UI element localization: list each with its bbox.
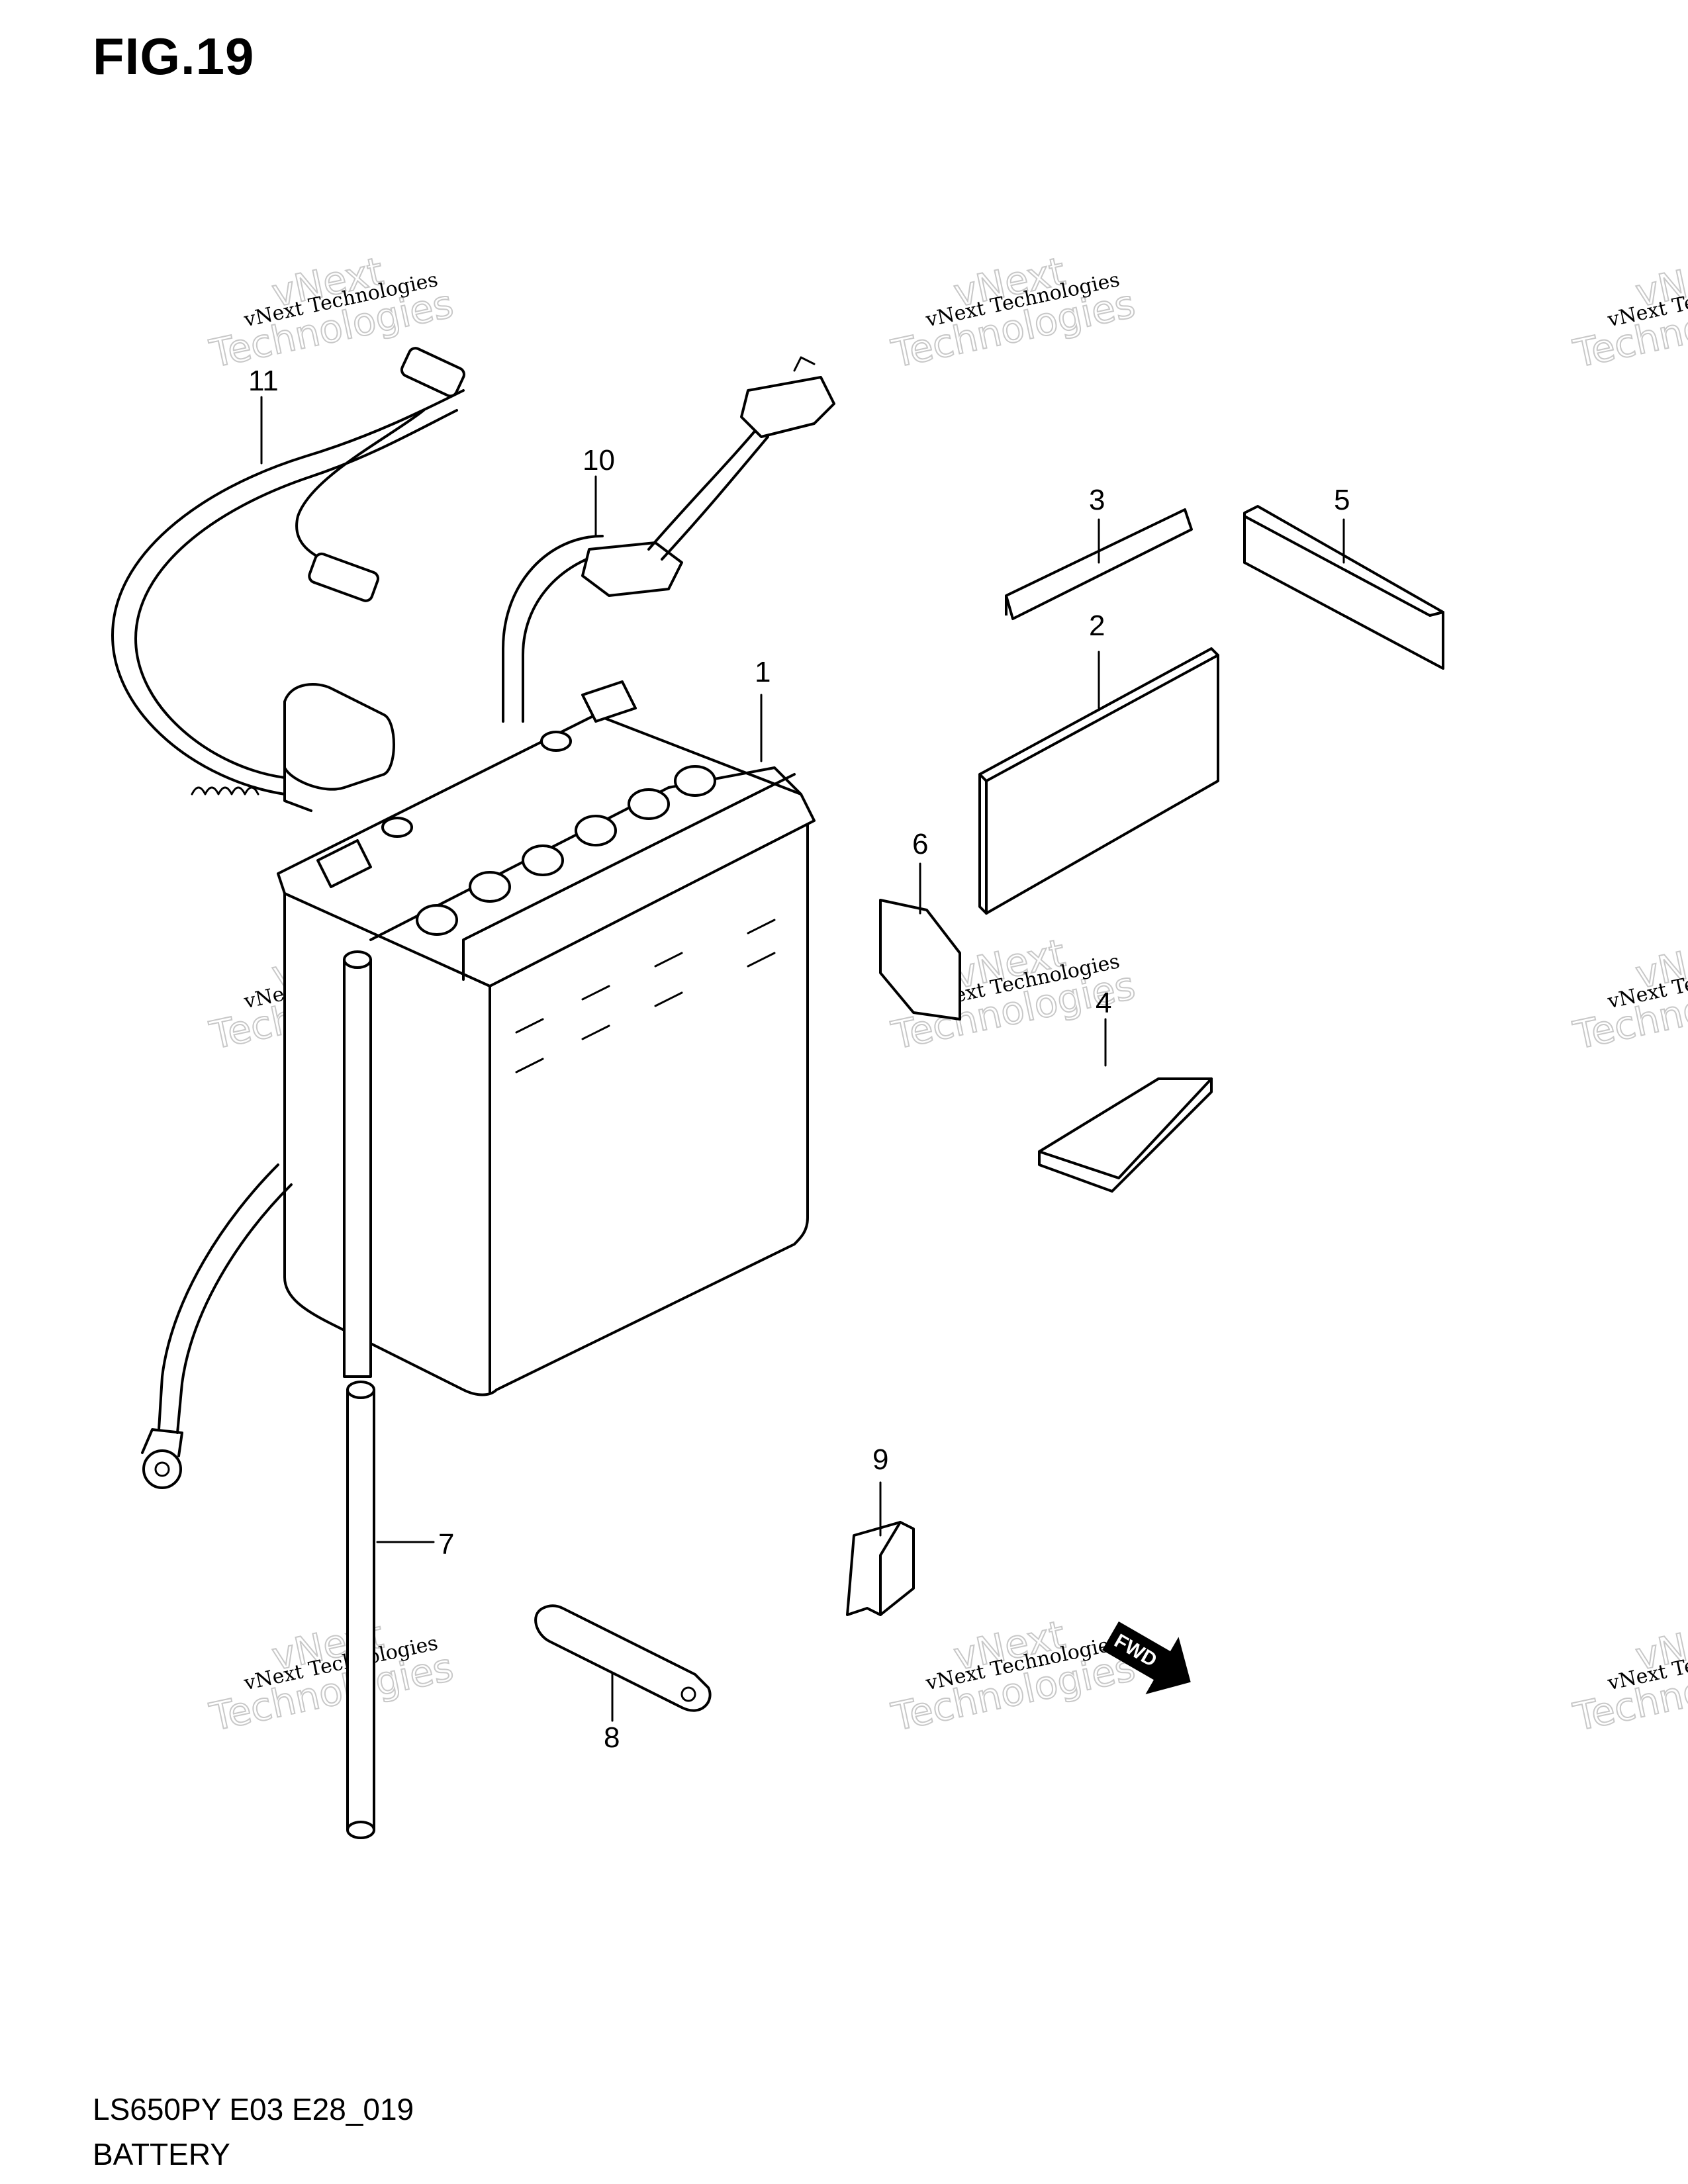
section-name: BATTERY [93,2137,230,2171]
plate-part-6 [879,899,961,1021]
pad-part-5-edge [1243,515,1444,617]
clip-part-9-edge [879,1521,902,1616]
callout-10: 10 [583,444,615,477]
callout-2: 2 [1089,610,1105,642]
battery-part-1 [141,680,816,1489]
callout-5: 5 [1334,484,1350,516]
watermark: Technologies vNext vNext Technologies [1569,248,1688,377]
figure-title: FIG.19 [93,27,255,85]
watermark: Technologies vNext vNext Technologies [887,1612,1140,1741]
diagram-code: LS650PY E03 E28_019 [93,2092,414,2126]
watermark: Technologies vNext vNext Technologies [887,248,1140,377]
breather-hose-part-7 [346,1381,375,1839]
holder-part-8 [534,1604,712,1712]
callout-9: 9 [872,1443,888,1476]
callout-7: 7 [438,1528,454,1561]
callout-8: 8 [604,1721,620,1754]
callout-6: 6 [912,828,928,860]
callout-3: 3 [1089,484,1105,516]
callout-leaders [260,396,1345,1722]
holder-hole [680,1686,696,1702]
battery-cable-part-11 [111,347,465,812]
watermark: Technologies vNext vNext Technologies [205,1612,458,1741]
plate-part-2 [978,647,1219,915]
lead-wire-part-10 [502,356,835,723]
pad-part-4-edge [1038,1077,1213,1179]
callout-4: 4 [1096,987,1111,1019]
watermark: Technologies vNext vNext Technologies [1569,930,1688,1059]
plate-part-2-edge [978,654,1219,915]
watermark: Technologies vNext vNext Technologies [1569,1612,1688,1741]
callout-1: 1 [755,656,771,688]
callout-11: 11 [248,365,279,397]
pad-part-3 [1005,508,1193,620]
pad-part-4 [1038,1077,1213,1193]
